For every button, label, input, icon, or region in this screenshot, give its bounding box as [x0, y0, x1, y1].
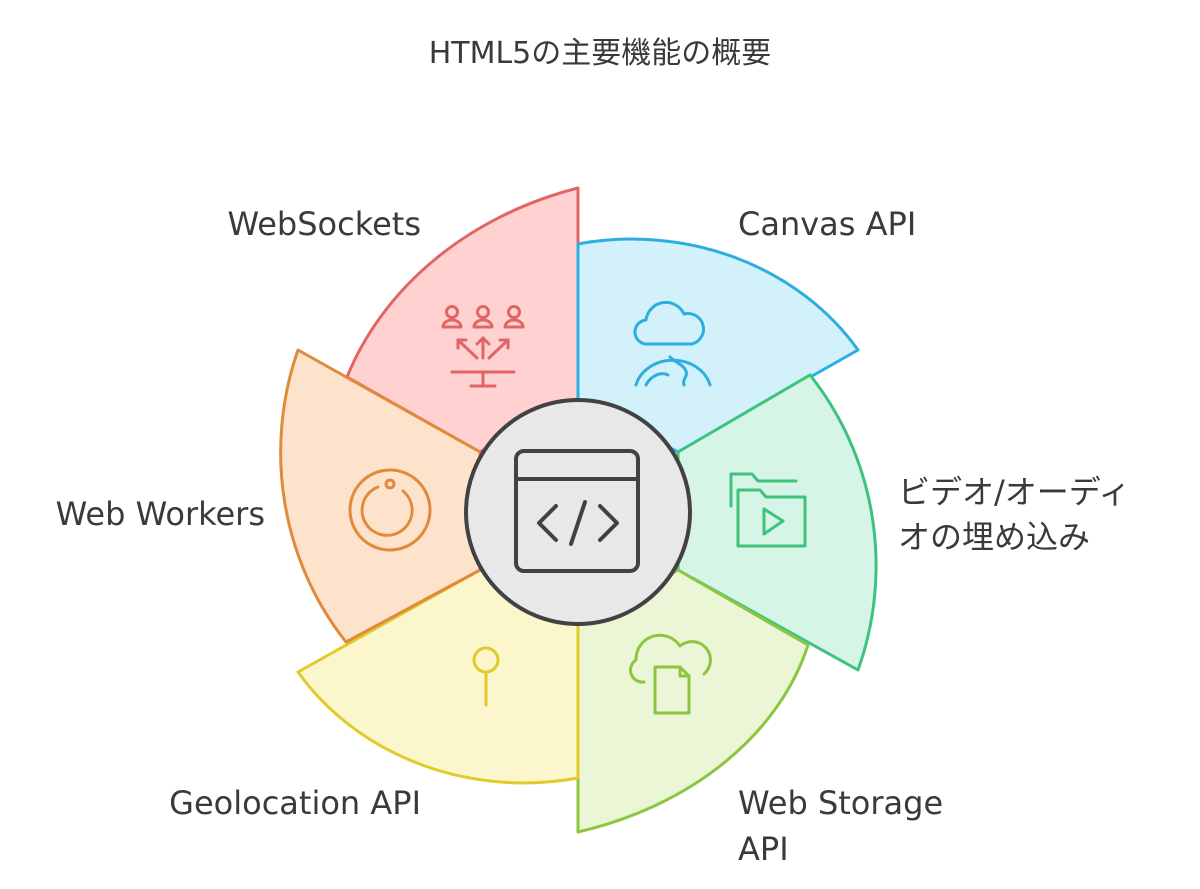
- segment-websockets: [345, 186, 580, 454]
- label-geolocation-api: Geolocation API: [169, 784, 421, 822]
- segment-geolocation: [296, 568, 580, 785]
- segment-web-storage: [576, 568, 810, 834]
- segment-canvas: [576, 237, 860, 454]
- label-web-storage-line2: API: [738, 830, 789, 868]
- segment-video-audio: [676, 373, 878, 672]
- segment-web-workers: [279, 348, 482, 644]
- diagram-title: HTML5の主要機能の概要: [428, 36, 772, 71]
- code-window-icon: [514, 449, 640, 573]
- label-canvas-api: Canvas API: [738, 205, 917, 243]
- location-pin-icon: [472, 646, 500, 707]
- video-folder-icon: [729, 472, 807, 548]
- label-web-workers: Web Workers: [55, 495, 265, 533]
- loading-circle-icon: [348, 468, 432, 552]
- center-hub: [464, 398, 692, 626]
- users-network-icon: [441, 305, 525, 388]
- label-web-storage-line1: Web Storage: [738, 784, 944, 822]
- label-video-audio-line1: ビデオ/オーディ: [898, 473, 1131, 511]
- cloud-globe-icon: [633, 300, 712, 387]
- label-video-audio-line2: オの埋め込み: [898, 518, 1091, 556]
- cloud-file-icon: [629, 633, 712, 715]
- label-websockets: WebSockets: [227, 205, 421, 243]
